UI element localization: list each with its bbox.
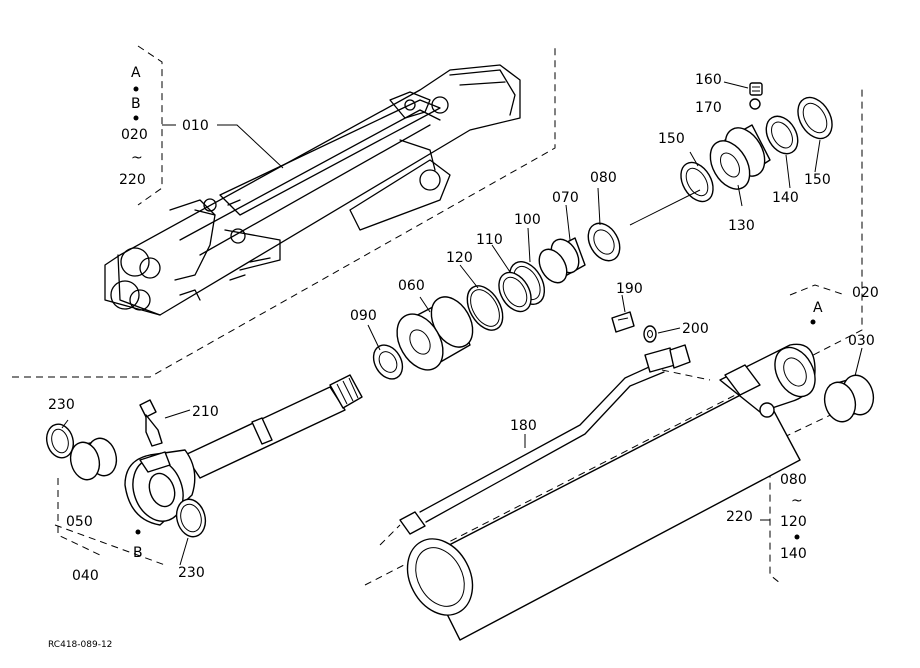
part-120-oring [466, 285, 504, 331]
label-190: 190 [616, 281, 643, 297]
part-040-piston-rod [124, 374, 363, 526]
part-230-ring-right [175, 498, 207, 538]
bracket-bottom-right [769, 461, 781, 584]
leader-090 [367, 324, 381, 351]
bracket-top-left [137, 45, 163, 206]
axis-top [629, 189, 701, 226]
leader-030 [854, 347, 863, 377]
label-220: 220 [726, 509, 753, 525]
leader-070 [565, 204, 571, 241]
part-230-ring-left [45, 423, 75, 459]
label-100: 100 [514, 212, 541, 228]
range-to-label-br: 140 [780, 546, 807, 562]
label-230-left: 230 [48, 397, 75, 413]
part-200-washer [643, 325, 657, 343]
range-label-top-left: A B 020 ~ 220 [119, 65, 148, 188]
range-from-label: 020 [121, 127, 148, 143]
part-060-piston [396, 296, 474, 371]
label-090: 090 [350, 308, 377, 324]
label-020: 020 [852, 285, 879, 301]
ref-a-label: A [131, 65, 141, 81]
range-to-label: 220 [119, 172, 146, 188]
part-180-pipe [379, 344, 691, 546]
label-140: 140 [772, 190, 799, 206]
range-tilde-br: ~ [791, 493, 803, 509]
label-160: 160 [695, 72, 722, 88]
range-tilde: ~ [131, 150, 143, 166]
leader-160 [723, 81, 749, 89]
part-210-grease-nipple [139, 399, 163, 447]
label-130: 130 [728, 218, 755, 234]
range-from-label-br: 080 [780, 472, 807, 488]
part-220-cylinder-tube [406, 343, 816, 641]
label-050: 050 [66, 514, 93, 530]
label-010: 010 [182, 118, 209, 134]
label-200: 200 [682, 321, 709, 337]
bracket-ref-a [789, 284, 846, 296]
ref-a-right: A [813, 300, 823, 316]
part-160-screw [749, 82, 763, 96]
label-230-right: 230 [178, 565, 205, 581]
ref-b-bottom: B [133, 545, 143, 561]
part-140-ring [765, 115, 799, 155]
leader-060 [419, 296, 431, 313]
label-150-left: 150 [658, 131, 685, 147]
leader-230-left [61, 419, 69, 429]
leader-100 [527, 227, 531, 263]
drawing-code: RC418-089-12 [48, 640, 112, 650]
leader-190 [621, 294, 626, 313]
part-110-ring [498, 271, 532, 313]
leader-150-right [814, 139, 821, 173]
leader-110 [491, 244, 511, 273]
leader-010 [217, 124, 284, 169]
label-110: 110 [476, 232, 503, 248]
label-040: 040 [72, 568, 99, 584]
range-mid-label-br: 120 [780, 514, 807, 530]
part-130-gland [709, 124, 771, 190]
leader-230-right [179, 537, 189, 566]
leader-140 [785, 154, 791, 189]
part-150-right-ring [797, 96, 833, 140]
part-030-bushing [823, 374, 875, 423]
bracket-040 [57, 478, 101, 556]
part-170-ball [749, 98, 761, 110]
leader-210 [164, 409, 191, 419]
leader-200 [657, 327, 681, 334]
leader-150-left [689, 151, 699, 167]
part-150-left-ring [680, 161, 714, 203]
part-050-bushing [69, 437, 118, 481]
part-080-bushing [587, 222, 621, 262]
label-210: 210 [192, 404, 219, 420]
ref-dot-a [810, 319, 816, 325]
leader-130 [737, 184, 743, 207]
label-150-right: 150 [804, 172, 831, 188]
label-080: 080 [590, 170, 617, 186]
range-label-bottom-right: 080 ~ 120 140 [780, 472, 807, 562]
part-190-bolt [611, 311, 635, 333]
part-090-nut [372, 344, 404, 380]
boom-assembly-illustration [104, 64, 521, 316]
ref-dot-b [135, 529, 141, 535]
leader-080 [597, 187, 601, 226]
label-120: 120 [446, 250, 473, 266]
label-170: 170 [695, 100, 722, 116]
ref-b-label: B [131, 96, 141, 112]
label-180: 180 [510, 418, 537, 434]
label-060: 060 [398, 278, 425, 294]
label-030: 030 [848, 333, 875, 349]
label-070: 070 [552, 190, 579, 206]
leader-120 [459, 264, 479, 289]
part-070-collar [538, 237, 586, 284]
